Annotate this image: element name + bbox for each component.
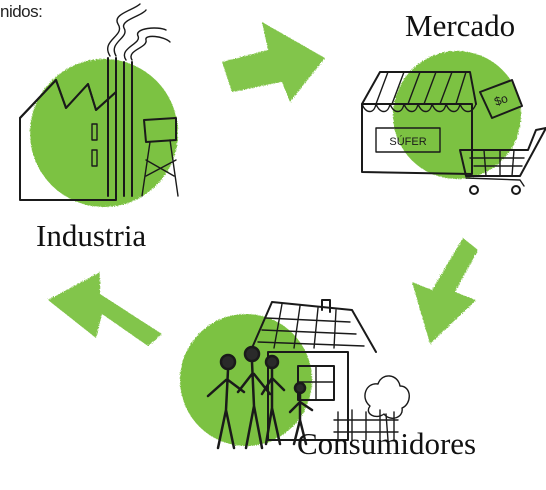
consumidores-illustration (180, 299, 410, 450)
mercado-label: Mercado (405, 8, 516, 43)
industria-green-circle (30, 59, 178, 207)
shopping-cart-icon (459, 127, 546, 195)
industria-illustration (19, 3, 179, 207)
mercado-green-circle (393, 51, 521, 179)
family-figures (206, 345, 314, 450)
price-tag-text: $o (492, 91, 510, 109)
industria-label: Industria (36, 218, 147, 253)
mercado-illustration: SÚFER $o (361, 51, 546, 195)
arrow-industria-to-mercado (222, 22, 325, 102)
market-sign-text: SÚFER (389, 135, 426, 148)
arrow-mercado-to-consumidores (412, 238, 478, 344)
consumidores-label: Consumidores (297, 426, 477, 461)
intro-text: nidos: (0, 2, 43, 21)
arrow-consumidores-to-industria (48, 272, 162, 346)
